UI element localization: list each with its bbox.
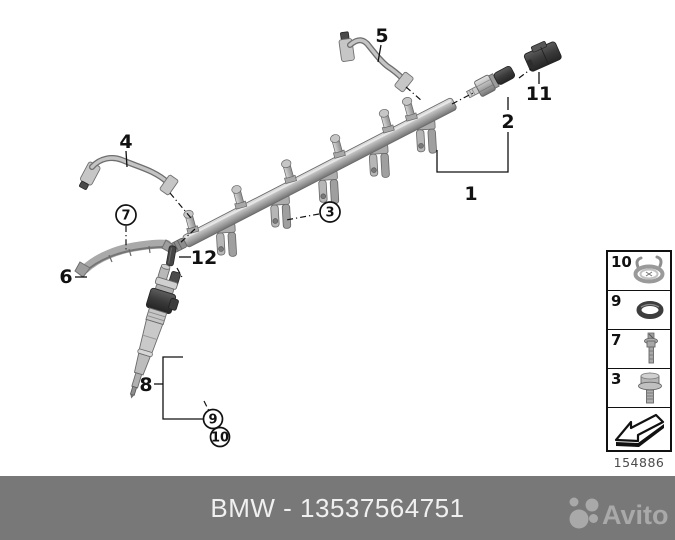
callout-4: 4: [119, 131, 132, 153]
decoupling-pin-icon: [644, 332, 658, 364]
rail-injector-port: [183, 97, 418, 235]
avito-logo-dot-tiny: [589, 514, 598, 523]
part-ref: 3: [611, 370, 622, 388]
callout-6: 6: [59, 266, 72, 288]
callouts: 5 4 11 2 1 3 7 6 12: [59, 25, 552, 448]
avito-logo-dot-large: [569, 509, 589, 529]
parts-table-row-9: 9: [608, 291, 670, 330]
avito-logo-dot-medium: [585, 498, 599, 512]
parts-table-row-direction: [608, 408, 670, 450]
callout-9: 9: [208, 413, 217, 428]
part-ref: 9: [611, 292, 622, 310]
part-ref: 10: [611, 253, 632, 271]
avito-wordmark: Avito: [602, 500, 669, 530]
small-parts-table: 10 9 7: [606, 250, 672, 452]
avito-watermark: Avito: [569, 497, 669, 530]
callout-3: 3: [325, 206, 334, 221]
avito-logo-dot-small: [569, 497, 579, 507]
decoupling-pin: [166, 245, 177, 267]
callout-7: 7: [121, 209, 130, 224]
pressure-line-4: [79, 155, 179, 196]
pressure-sensor: [465, 66, 516, 99]
sensor-connector: [523, 41, 562, 72]
callout-10: 10: [211, 431, 229, 446]
callout-8: 8: [139, 374, 152, 396]
direction-arrow-icon: [614, 413, 665, 447]
parts-table-row-3: 3: [608, 369, 670, 408]
fuel-rail: [170, 97, 457, 257]
figure-number: 154886: [613, 455, 665, 470]
part-number-title: BMW - 13537564751: [210, 493, 465, 523]
parts-table-row-7: 7: [608, 330, 670, 369]
retaining-clip-icon: [633, 255, 665, 284]
flange-bolt-icon: [638, 372, 662, 404]
injector-holder-bracket: [74, 239, 174, 278]
footer-bar: BMW - 13537564751: [0, 476, 675, 540]
callout-2: 2: [501, 111, 514, 133]
callout-1: 1: [464, 183, 477, 205]
callout-11: 11: [526, 83, 552, 105]
parts-diagram: 5 4 11 2 1 3 7 6 12: [59, 25, 562, 448]
part-ref: 7: [611, 331, 622, 349]
callout-5: 5: [375, 25, 388, 47]
callout-12: 12: [191, 247, 217, 269]
parts-table-row-10: 10: [608, 252, 670, 291]
o-ring-icon: [636, 301, 664, 319]
fuel-injector: [129, 263, 181, 399]
leader-lines: [125, 68, 532, 412]
